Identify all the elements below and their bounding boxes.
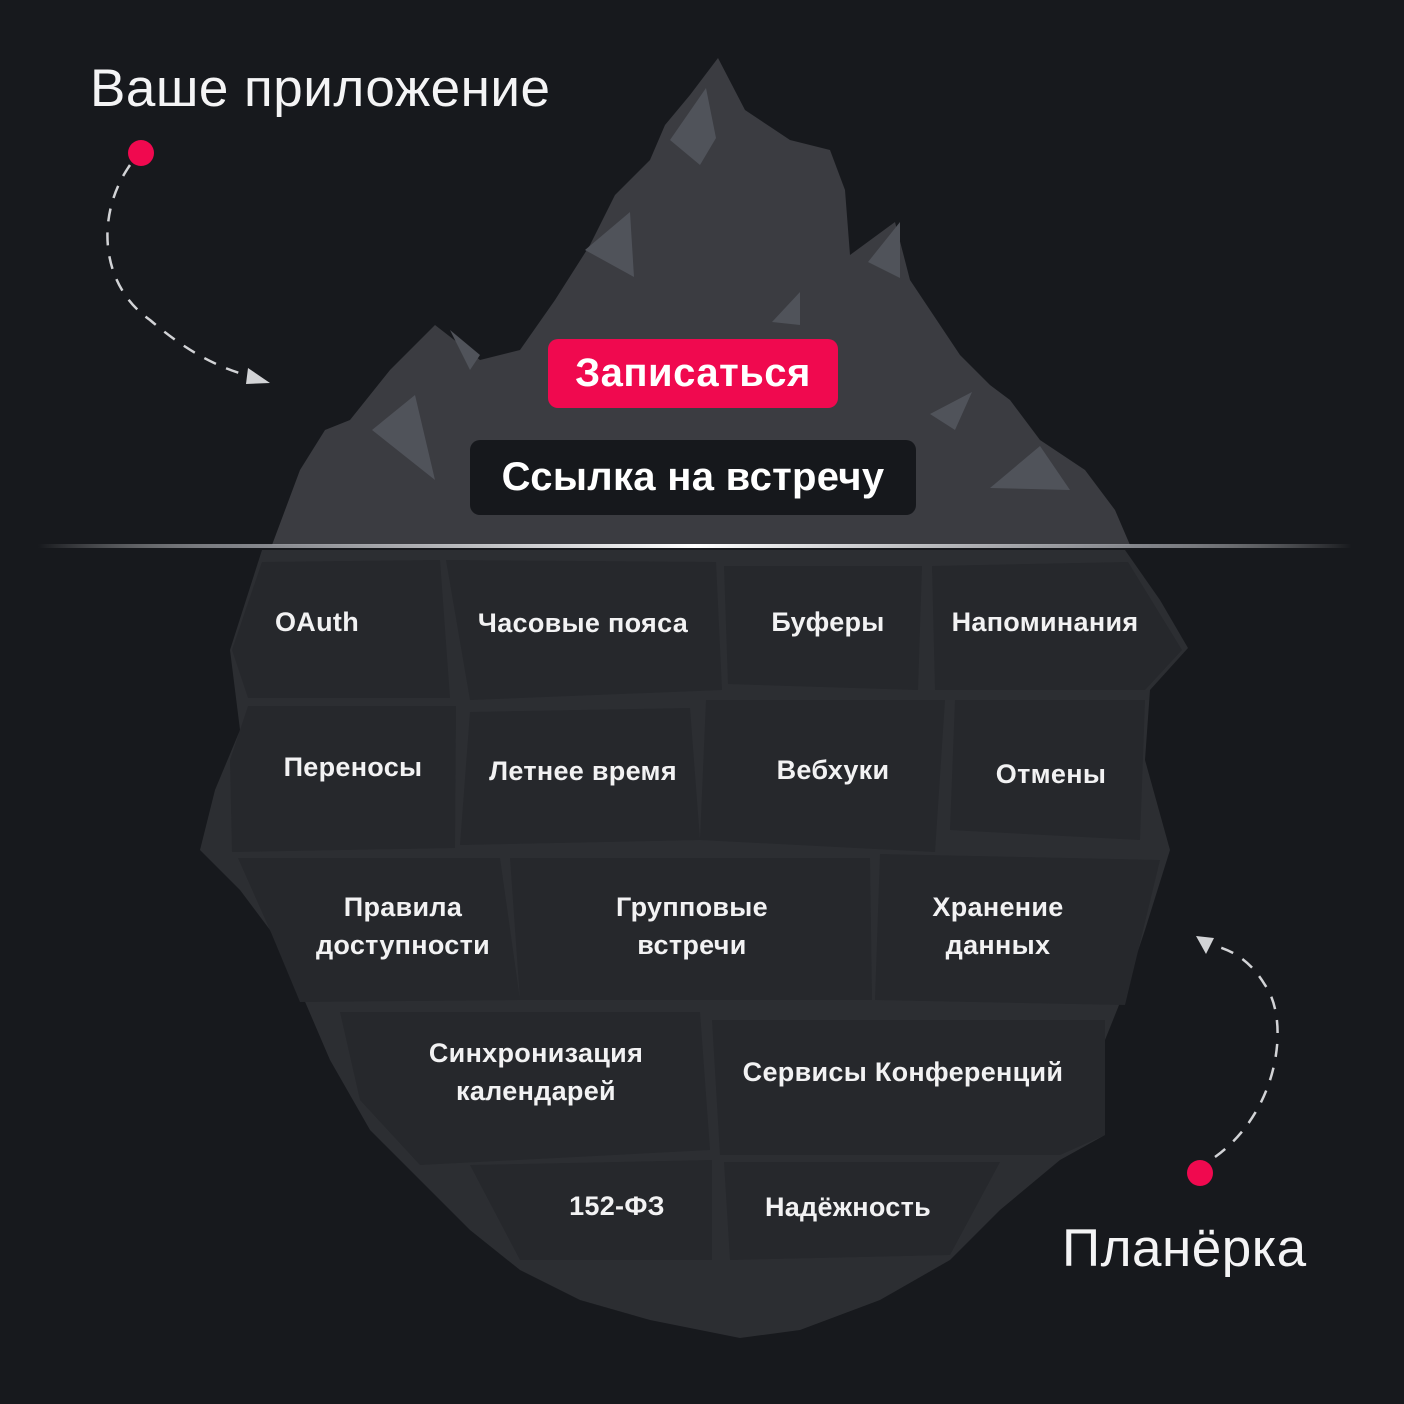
arrow-app <box>106 140 270 384</box>
iceberg-block-label: Надёжность <box>764 1192 932 1222</box>
meeting-link-button[interactable]: Ссылка на встречу <box>470 440 916 515</box>
arrow-brand <box>1187 936 1279 1186</box>
iceberg-block-label: Синхронизация календарей <box>428 1038 644 1106</box>
water-line <box>38 544 1352 548</box>
iceberg-block-label: Правила доступности <box>315 892 491 960</box>
iceberg-block-label: Переносы <box>283 752 423 782</box>
iceberg-block-label: OAuth <box>275 607 359 637</box>
iceberg-block-label: Хранение данных <box>932 892 1064 960</box>
iceberg-block-label: Летнее время <box>489 756 677 786</box>
brand-label: Планёрка <box>1062 1219 1307 1278</box>
iceberg-facets <box>372 88 1070 490</box>
signup-button[interactable]: Записаться <box>548 339 838 408</box>
iceberg-tip <box>272 58 1130 545</box>
app-label: Ваше приложение <box>90 59 551 118</box>
iceberg-block-label: Групповые встречи <box>616 892 768 960</box>
iceberg-block-label: Буферы <box>771 607 885 637</box>
iceberg-block-label: Часовые пояса <box>477 608 689 638</box>
iceberg-slabs <box>230 560 1182 1260</box>
iceberg-block-label: Напоминания <box>951 607 1139 637</box>
iceberg-block-label: Отмены <box>995 759 1107 789</box>
iceberg-block-label: 152-ФЗ <box>569 1191 665 1221</box>
iceberg-block-label: Сервисы Конференций <box>742 1057 1064 1087</box>
iceberg-block-label: Вебхуки <box>776 755 890 785</box>
